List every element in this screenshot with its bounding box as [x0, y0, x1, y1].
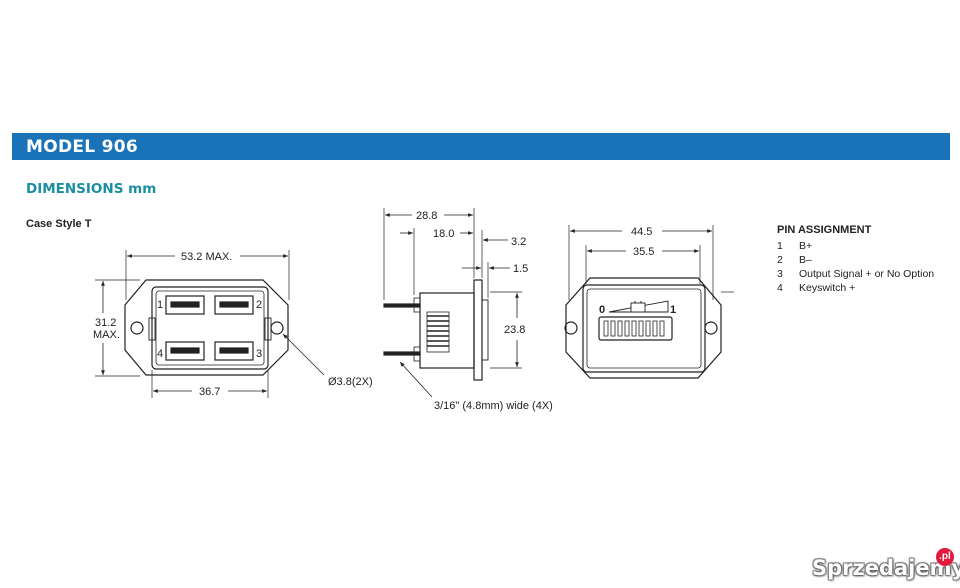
side-body	[419, 292, 475, 369]
pin-function: Output Signal + or No Option	[799, 268, 935, 280]
dim-hole-diameter: Ø3.8(2X)	[328, 376, 373, 388]
gauge-flange-outline	[565, 277, 722, 379]
dim-gauge-outer: 44.5	[631, 226, 652, 238]
terminal-2	[214, 295, 254, 315]
gauge-hole-left	[564, 321, 578, 335]
watermark-text: Sprzedajemy	[812, 556, 960, 580]
section-title: DIMENSIONS mm	[26, 181, 157, 197]
dim-side-height: 23.8	[504, 324, 525, 336]
gauge-body	[582, 284, 706, 373]
pin-number: 4	[777, 282, 783, 294]
pin-label-4: 4	[157, 348, 163, 360]
pin-row: 2 B–	[777, 253, 934, 267]
dim-gauge-inner: 35.5	[633, 246, 654, 258]
gauge-view-labels: 44.5 35.5 0 1	[599, 226, 676, 316]
gauge-view	[564, 225, 734, 379]
pin-label-1: 1	[157, 299, 163, 311]
dim-width-max: 53.2 MAX.	[181, 251, 232, 263]
pin-assignment-title: PIN ASSIGNMENT	[777, 224, 872, 236]
pin-label-3: 3	[256, 348, 262, 360]
mounting-hole-left	[130, 321, 144, 335]
pin-number: 3	[777, 268, 783, 280]
pin-row: 3 Output Signal + or No Option	[777, 267, 934, 281]
dim-body-depth: 18.0	[433, 228, 454, 240]
watermark-badge: .pl	[936, 548, 954, 566]
side-view-labels: 28.8 18.0 3.2 1.5 23.8 3/16" (4.8mm) wid…	[416, 210, 553, 412]
front-view	[95, 250, 325, 398]
front-view-labels: 53.2 MAX. 31.2 MAX. 36.7 Ø3.8(2X) 1 2 4 …	[93, 251, 373, 398]
dim-flange: 3.2	[511, 236, 526, 248]
dim-body-width: 36.7	[199, 386, 220, 398]
dim-total-depth: 28.8	[416, 210, 437, 222]
pin-number: 1	[777, 240, 783, 252]
front-body	[151, 286, 269, 370]
side-flange	[473, 279, 483, 381]
dim-height-max: MAX.	[93, 329, 120, 341]
pin-row: 1 B+	[777, 239, 934, 253]
gauge-hole-right	[704, 321, 718, 335]
gauge-bar-display	[598, 316, 673, 341]
mounting-hole-right	[270, 321, 284, 335]
dim-thickness: 1.5	[513, 263, 528, 275]
gauge-scale-high: 1	[670, 304, 676, 316]
side-view	[383, 208, 522, 398]
pin-row: 4 Keyswitch +	[777, 281, 934, 295]
terminal-note: 3/16" (4.8mm) wide (4X)	[434, 400, 553, 412]
terminal-blade-top	[383, 303, 421, 308]
pin-assignment: PIN ASSIGNMENT 1 B+ 2 B– 3 Output Signal…	[777, 224, 934, 295]
front-flange-outline	[124, 279, 289, 376]
terminal-3	[214, 341, 254, 361]
dim-height-value: 31.2	[95, 317, 116, 329]
gauge-scale-low: 0	[599, 304, 605, 316]
pin-label-2: 2	[256, 299, 262, 311]
case-style-label: Case Style T	[26, 218, 92, 230]
battery-icon	[630, 302, 646, 313]
pin-function: Keyswitch +	[799, 282, 856, 294]
pin-function: B+	[799, 240, 813, 252]
model-banner: MODEL 906	[12, 133, 950, 160]
terminal-4	[165, 341, 205, 361]
pin-function: B–	[799, 254, 812, 266]
model-title: MODEL 906	[26, 137, 139, 157]
terminal-blade-bottom	[383, 351, 421, 356]
pin-number: 2	[777, 254, 783, 266]
terminal-1	[165, 295, 205, 315]
